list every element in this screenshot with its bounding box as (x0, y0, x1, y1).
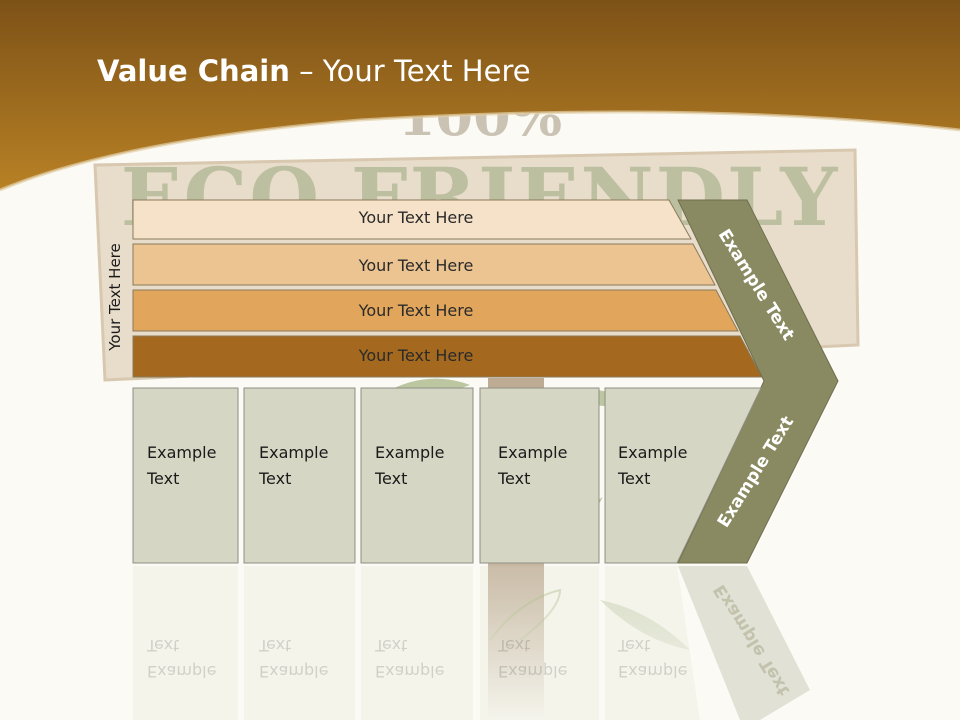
bar-1 (132, 199, 692, 240)
bar-3 (132, 289, 739, 332)
bar-label-4: Your Text Here (358, 346, 474, 365)
chevron-arrow (677, 199, 839, 564)
boxes-layer (132, 387, 762, 720)
header-band (0, 0, 960, 190)
side-label: Your Text Here (106, 243, 124, 351)
box-reflection-shape-3 (361, 566, 473, 720)
title-rest: – Your Text Here (289, 54, 531, 88)
bar-label-2: Your Text Here (358, 256, 474, 275)
box-4 (479, 387, 600, 564)
box-reflection-shape-2 (244, 566, 355, 720)
chevron-layer (677, 199, 839, 720)
box-5 (604, 387, 762, 564)
bar-2 (132, 243, 716, 286)
slide-title: Value Chain – Your Text Here (97, 54, 531, 88)
chevron-reflection (678, 566, 810, 720)
box-1 (132, 387, 239, 564)
title-bold: Value Chain (97, 54, 290, 88)
box-reflection-shape-5 (605, 566, 700, 720)
box-reflection-shape-1 (133, 566, 238, 720)
box-3 (360, 387, 474, 564)
box-reflection-shape-4 (480, 566, 599, 720)
bar-label-3: Your Text Here (358, 301, 474, 320)
box-2 (243, 387, 356, 564)
bars-layer (132, 199, 763, 378)
bar-label-1: Your Text Here (358, 208, 474, 227)
